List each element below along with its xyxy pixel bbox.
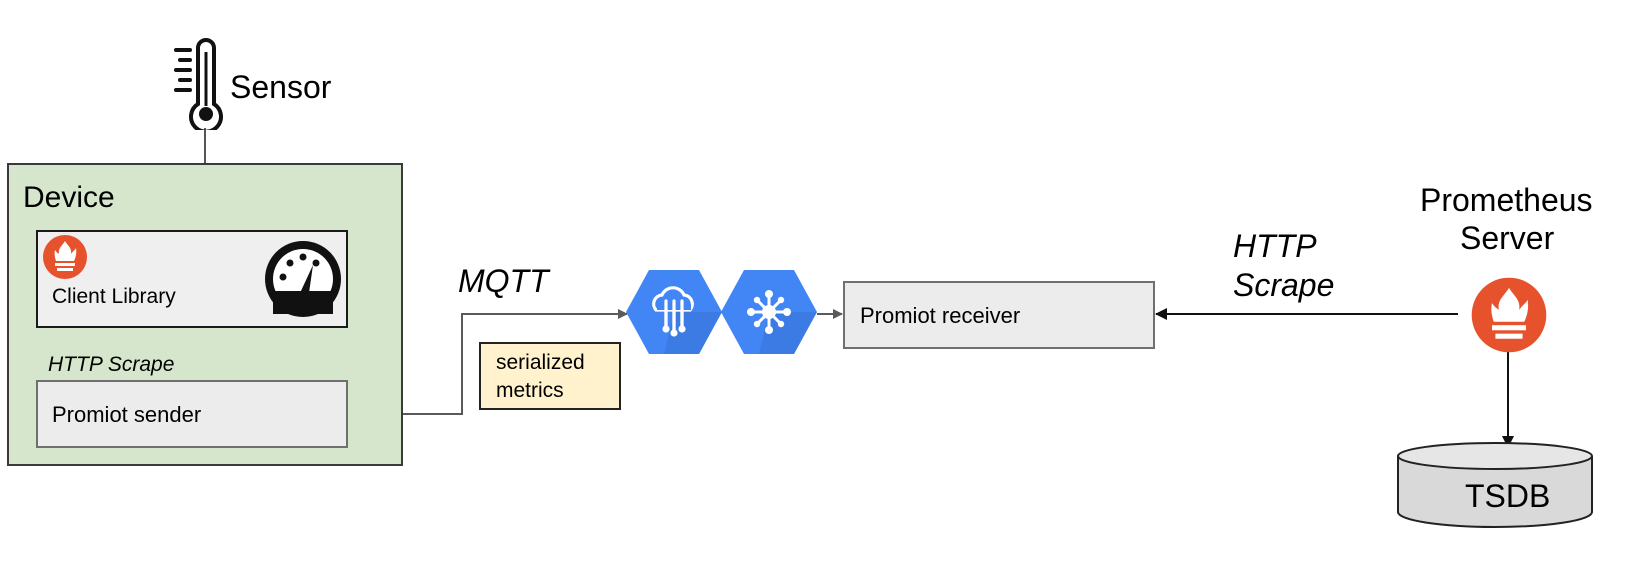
prometheus-server-line-2: Server bbox=[1460, 220, 1555, 256]
mqtt-label: MQTT bbox=[458, 263, 549, 299]
serialized-metrics-note bbox=[479, 342, 621, 410]
iot-core-icon bbox=[626, 270, 722, 354]
pubsub-icon bbox=[721, 270, 817, 354]
prometheus-logo-icon bbox=[43, 235, 87, 279]
mqtt-arrow bbox=[348, 309, 628, 415]
gauge-icon bbox=[265, 241, 341, 317]
note-line-1: serialized bbox=[496, 351, 585, 374]
promiot-sender-box bbox=[36, 380, 348, 448]
promiot-sender-label: Promiot sender bbox=[52, 402, 202, 427]
client-library-label: Client Library bbox=[52, 285, 176, 308]
device-title: Device bbox=[23, 181, 115, 214]
http-scrape-line-2: Scrape bbox=[1233, 267, 1335, 303]
prometheus-server-logo-icon bbox=[1471, 277, 1547, 353]
sensor-label: Sensor bbox=[230, 69, 332, 105]
note-line-2: metrics bbox=[496, 379, 564, 402]
promiot-receiver-box bbox=[843, 281, 1155, 349]
promiot-receiver-label: Promiot receiver bbox=[860, 303, 1021, 328]
tsdb-label: TSDB bbox=[1465, 478, 1551, 514]
tsdb-cylinder bbox=[1397, 442, 1593, 528]
prometheus-server-line-1: Prometheus bbox=[1420, 182, 1593, 218]
device-http-scrape-label: HTTP Scrape bbox=[48, 353, 175, 376]
thermometer-icon bbox=[174, 38, 223, 130]
http-scrape-line-1: HTTP bbox=[1233, 228, 1317, 264]
